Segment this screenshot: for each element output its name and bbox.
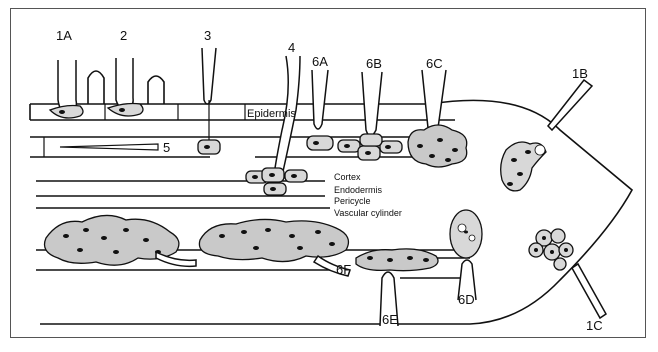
- nematode-6b: [338, 72, 402, 160]
- epidermis-layer: [30, 104, 455, 120]
- nematode-2: [108, 58, 143, 116]
- marker-6a: 6A: [312, 54, 328, 69]
- marker-6e: 6E: [382, 312, 398, 327]
- marker-1c: 1C: [586, 318, 603, 333]
- nematode-1b: [501, 80, 592, 191]
- marker-6b: 6B: [366, 56, 382, 71]
- root-hair-1: [88, 71, 104, 104]
- giant-cell-cluster-left: [45, 215, 197, 266]
- marker-3: 3: [204, 28, 211, 43]
- marker-5: 5: [163, 140, 170, 155]
- marker-6d: 6D: [458, 292, 475, 307]
- nematode-6d: [450, 210, 482, 300]
- nematode-1a: [50, 60, 83, 118]
- marker-4: 4: [288, 40, 295, 55]
- marker-1a: 1A: [56, 28, 72, 43]
- nematode-4: [246, 56, 307, 195]
- marker-6f: 6F: [336, 262, 351, 277]
- nematode-3: [198, 48, 220, 154]
- root-hair-2: [148, 76, 164, 104]
- label-endodermis: Endodermis: [334, 185, 383, 195]
- label-vascular-cylinder: Vascular cylinder: [334, 208, 402, 218]
- giant-cell-cluster-middle: [199, 219, 350, 276]
- marker-6c: 6C: [426, 56, 443, 71]
- nematode-6a: [307, 70, 333, 150]
- label-epidermis: Epidermis: [247, 108, 296, 120]
- marker-2: 2: [120, 28, 127, 43]
- label-pericycle: Pericycle: [334, 196, 371, 206]
- marker-1b: 1B: [572, 66, 588, 81]
- label-cortex: Cortex: [334, 172, 361, 182]
- nematode-6c: [408, 70, 467, 167]
- root-outline: [30, 100, 632, 324]
